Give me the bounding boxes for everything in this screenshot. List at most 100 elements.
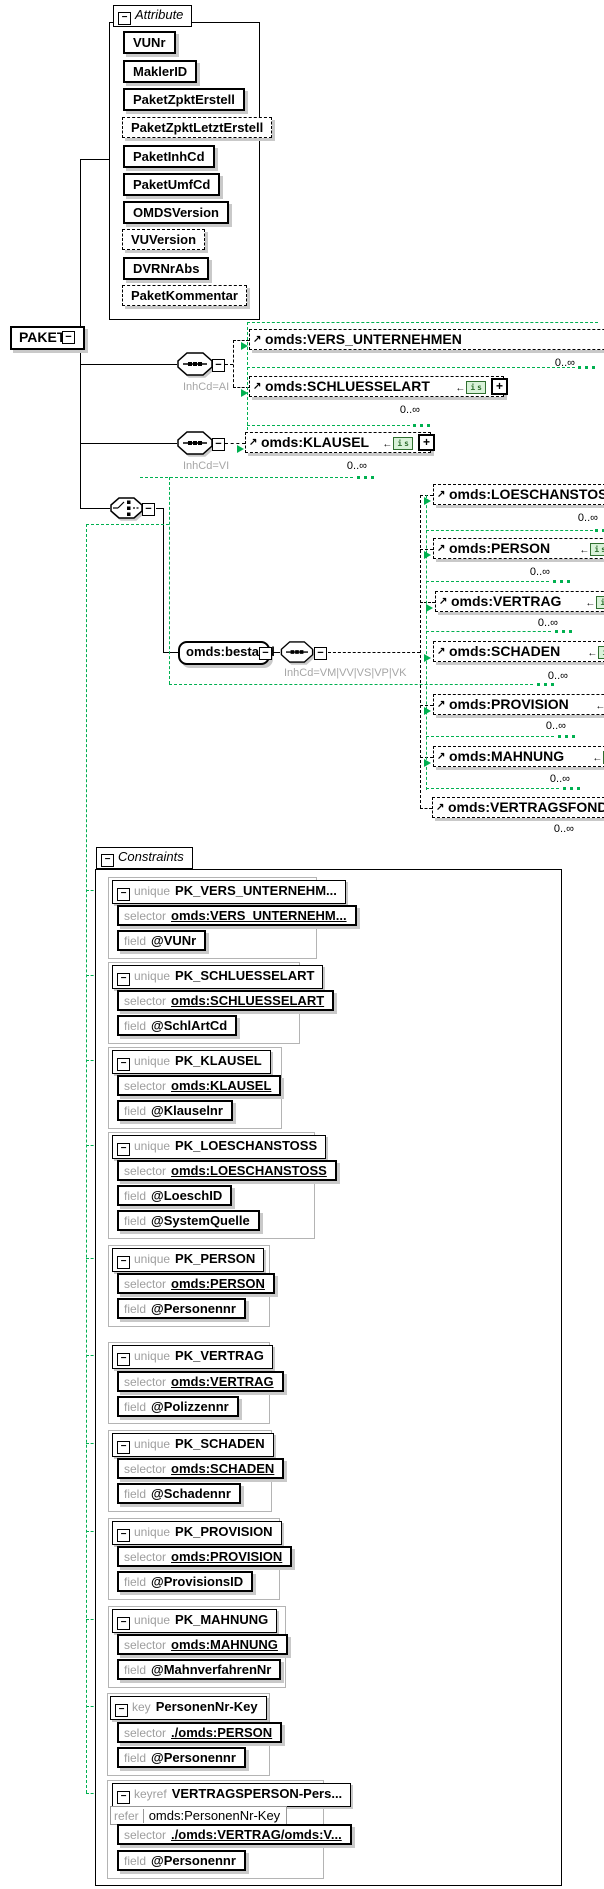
attribute-panel-header[interactable]: −Attribute xyxy=(113,5,193,27)
collapse-icon[interactable]: − xyxy=(142,503,155,516)
collapse-icon[interactable]: − xyxy=(115,1704,128,1717)
cardinality-label: 0..∞ xyxy=(399,404,420,416)
identity-constraint-badge: is xyxy=(393,437,413,450)
element-reference-arrow-icon: ↗ xyxy=(437,751,446,762)
condition-line xyxy=(169,477,170,684)
constraint-field[interactable]: field@Polizzennr xyxy=(117,1396,239,1417)
element-provision[interactable]: ↗ omds:PROVISION ←is + xyxy=(433,694,604,715)
occurrence-arrow-icon xyxy=(237,445,244,453)
collapse-icon[interactable]: − xyxy=(117,1058,130,1071)
cardinality-label: 0..∞ xyxy=(553,823,574,835)
attribute-paketzpkterstell[interactable]: PaketZpktErstell xyxy=(123,88,245,111)
element-bestand[interactable]: omds:bestand xyxy=(178,641,275,665)
attribute-dvrnrabs[interactable]: DVRNrAbs xyxy=(123,257,210,280)
attribute-paketzpktletzterstell[interactable]: PaketZpktLetztErstell xyxy=(122,117,273,138)
element-schaden[interactable]: ↗ omds:SCHADEN ←is + xyxy=(433,641,604,662)
badge-arrow-icon: ← xyxy=(595,701,604,712)
constraint-field[interactable]: field@Personennr xyxy=(117,1850,246,1871)
constraint-field[interactable]: field@LoeschID xyxy=(117,1185,233,1206)
constraint-field[interactable]: field@Personennr xyxy=(117,1747,246,1768)
cardinality-label: 0..∞ xyxy=(537,617,558,629)
element-klausel[interactable]: ↗ omds:KLAUSEL ←is + xyxy=(245,432,435,453)
collapse-icon[interactable]: − xyxy=(117,1529,130,1542)
element-vertrag[interactable]: ↗ omds:VERTRAG ←is + xyxy=(435,591,604,612)
constraint-field[interactable]: field@MahnverfahrenNr xyxy=(117,1659,282,1680)
collapse-icon[interactable]: − xyxy=(117,1353,130,1366)
element-reference-arrow-icon: ↗ xyxy=(437,699,446,710)
cardinality-label: 0..∞ xyxy=(529,566,550,578)
collapse-icon[interactable]: − xyxy=(62,331,75,344)
collapse-icon[interactable]: − xyxy=(117,1143,130,1156)
expand-icon[interactable]: + xyxy=(418,434,435,451)
element-loeschanstoss[interactable]: ↗ omds:LOESCHANSTOSS ←is + xyxy=(433,484,604,505)
collapse-icon[interactable]: − xyxy=(101,854,114,867)
collapse-icon[interactable]: − xyxy=(117,973,130,986)
sequence-compositor-icon[interactable] xyxy=(280,641,314,663)
collapse-icon[interactable]: − xyxy=(117,1791,130,1804)
element-mahnung[interactable]: ↗ omds:MAHNUNG ←is + xyxy=(433,746,604,767)
sequence-compositor-icon[interactable] xyxy=(177,431,213,455)
constraint-field[interactable]: field@Personennr xyxy=(117,1298,246,1319)
element-paket[interactable]: PAKET − xyxy=(10,326,85,350)
attribute-paketumfcd[interactable]: PaketUmfCd xyxy=(123,173,221,196)
element-reference-arrow-icon: ↗ xyxy=(437,646,446,657)
element-vers-unternehmen[interactable]: ↗ omds:VERS_UNTERNEHMEN ←is + xyxy=(249,329,604,350)
collapse-icon[interactable]: − xyxy=(117,1617,130,1630)
element-schluesselart[interactable]: ↗ omds:SCHLUESSELART ←is + xyxy=(249,376,508,397)
identity-constraint-badge: is xyxy=(590,543,604,556)
collapse-icon[interactable]: − xyxy=(212,438,225,451)
attribute-vunr[interactable]: VUNr xyxy=(123,31,176,54)
constraint-field[interactable]: field@SystemQuelle xyxy=(117,1210,260,1231)
constraint-selector[interactable]: selector./omds:PERSON xyxy=(117,1722,283,1743)
constraints-panel-header[interactable]: −Constraints xyxy=(96,847,193,869)
connector-line xyxy=(225,364,233,365)
attribute-paketkommentar[interactable]: PaketKommentar xyxy=(122,285,247,306)
collapse-icon[interactable]: − xyxy=(314,647,327,660)
constraint-field[interactable]: field@Schadennr xyxy=(117,1483,241,1504)
attribute-vuversion[interactable]: VUVersion xyxy=(122,229,206,250)
element-reference-arrow-icon: ↗ xyxy=(437,489,446,500)
attribute-omdsversion[interactable]: OMDSVersion xyxy=(123,201,229,224)
constraint-field[interactable]: field@SchlArtCd xyxy=(117,1015,238,1036)
collapse-icon[interactable]: − xyxy=(117,888,130,901)
collapse-icon[interactable]: − xyxy=(259,647,272,660)
expand-icon[interactable]: + xyxy=(491,378,508,395)
attribute-maklerid[interactable]: MaklerID xyxy=(123,60,198,83)
collapse-icon[interactable]: − xyxy=(212,359,225,372)
sequence-compositor-icon[interactable] xyxy=(177,352,213,376)
element-vertragsfonds[interactable]: ↗ omds:VERTRAGSFONDS + xyxy=(432,797,604,818)
condition-line xyxy=(426,736,554,737)
collapse-icon[interactable]: − xyxy=(118,12,131,25)
condition-line xyxy=(426,631,551,632)
constraint-field[interactable]: field@ProvisionsID xyxy=(117,1571,254,1592)
collapse-icon[interactable]: − xyxy=(117,1441,130,1454)
constraint-selector[interactable]: selector./omds:VERTRAG/omds:V... xyxy=(117,1824,352,1845)
constraint-field[interactable]: field@Klauselnr xyxy=(117,1100,233,1121)
attribute-paketinhcd[interactable]: PaketInhCd xyxy=(123,145,215,168)
constraint-field[interactable]: field@VUNr xyxy=(117,930,207,951)
choice-compositor-icon[interactable] xyxy=(110,497,143,519)
element-person[interactable]: ↗ omds:PERSON ←is + xyxy=(433,538,604,559)
collapse-icon[interactable]: − xyxy=(117,1256,130,1269)
